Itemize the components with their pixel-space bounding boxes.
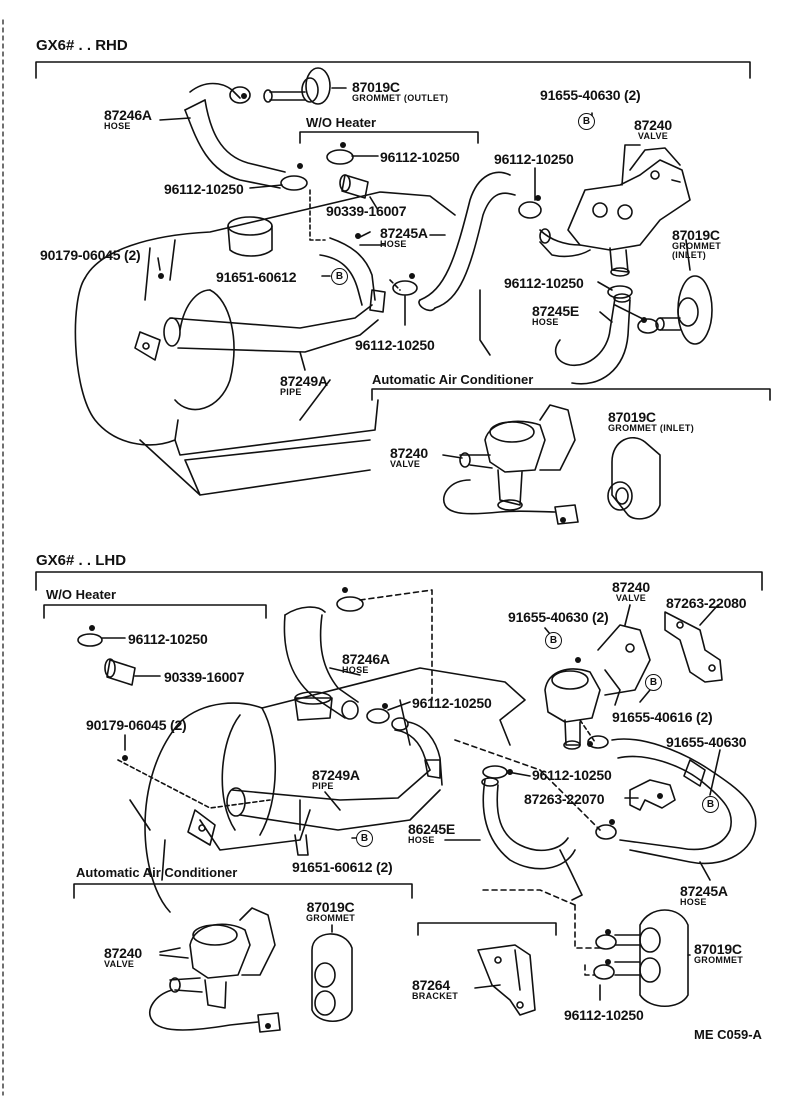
part-name: GROMMET (INLET) bbox=[608, 423, 694, 433]
lhd-callout-ac-valve: 87240 VALVE bbox=[104, 946, 142, 969]
rhd-callout-valve: 87240 VALVE bbox=[634, 118, 672, 141]
part-name: HOSE bbox=[680, 897, 707, 907]
lhd-auto-ac-heading: Automatic Air Conditioner bbox=[76, 865, 238, 880]
part-name: VALVE bbox=[104, 959, 135, 969]
lhd-callout-hose-87246a: 87246A HOSE bbox=[342, 652, 390, 675]
lhd-section-title: GX6# . . LHD bbox=[36, 552, 127, 569]
bolt-b-marker: B bbox=[578, 113, 595, 130]
part-number: 86245E bbox=[408, 821, 456, 837]
rhd-callout-ac-valve: 87240 VALVE bbox=[390, 446, 428, 469]
part-number: 87245A bbox=[680, 883, 728, 899]
lhd-callout-valve-bolt: 91655-40630 (2) bbox=[508, 609, 609, 625]
rhd-wo-heater-heading: W/O Heater bbox=[306, 115, 377, 130]
lhd-callout-clamp-grommet: 96112-10250 bbox=[564, 1007, 644, 1023]
rhd-callout-clamp-inlet: 96112-10250 bbox=[504, 275, 584, 291]
lhd-callout-ac-grommet: 87019C GROMMET bbox=[306, 900, 355, 923]
bolt-b-marker: B bbox=[702, 796, 719, 813]
part-name: HOSE bbox=[532, 317, 559, 327]
rhd-callout-grommet-outlet: 87019C GROMMET (OUTLET) bbox=[352, 80, 448, 103]
lhd-callout-hose-87245a: 87245A HOSE bbox=[680, 884, 728, 907]
lhd-callout-bracket-22070: 87263-22070 bbox=[524, 791, 605, 807]
lhd-callout-pipe: 87249A PIPE bbox=[312, 768, 360, 791]
rhd-callout-hose-87246a: 87246A HOSE bbox=[104, 108, 152, 131]
part-name: HOSE bbox=[104, 121, 131, 131]
bolt-b-marker: B bbox=[545, 632, 562, 649]
part-name: VALVE bbox=[637, 131, 669, 141]
lhd-callout-grommet: 87019C GROMMET bbox=[694, 942, 743, 965]
lhd-wo-heater-heading: W/O Heater bbox=[46, 587, 117, 602]
lhd-callout-bracket-bolt: 91655-40616 (2) bbox=[612, 709, 713, 725]
part-number: 87240 bbox=[634, 117, 672, 133]
part-name: VALVE bbox=[615, 593, 647, 603]
part-name: BRACKET bbox=[412, 991, 459, 1001]
bolt-b-marker: B bbox=[645, 674, 662, 691]
part-name: GROMMET bbox=[694, 955, 744, 965]
rhd-callout-valve-bolt: 91655-40630 (2) bbox=[540, 87, 641, 103]
part-number: 87019C bbox=[608, 409, 656, 425]
lhd-callout-valve: 87240 VALVE bbox=[612, 580, 650, 603]
part-name: PIPE bbox=[312, 781, 334, 791]
rhd-callout-bolt: 91651-60612 bbox=[216, 269, 297, 285]
drawing-code: ME C059-A bbox=[694, 1027, 762, 1042]
rhd-callout-clamp-heater: 96112-10250 bbox=[380, 149, 460, 165]
part-number: 87240 bbox=[612, 579, 650, 595]
part-number: 87019C bbox=[672, 227, 720, 243]
part-name: VALVE bbox=[390, 459, 421, 469]
rhd-callout-clamp-hose: 96112-10250 bbox=[164, 181, 244, 197]
part-name: GROMMET (OUTLET) bbox=[352, 93, 449, 103]
rhd-callout-pipe: 87249A PIPE bbox=[280, 374, 328, 397]
rhd-callout-clamp-pipe: 96112-10250 bbox=[355, 337, 435, 353]
lhd-callout-plug: 90339-16007 bbox=[164, 669, 245, 685]
part-number: 87246A bbox=[104, 107, 152, 123]
part-number: 87249A bbox=[280, 373, 328, 389]
bolt-b-marker: B bbox=[356, 830, 373, 847]
rhd-callout-nut: 90179-06045 (2) bbox=[40, 247, 141, 263]
rhd-callout-ac-grommet: 87019C GROMMET (INLET) bbox=[608, 410, 694, 433]
part-name: HOSE bbox=[342, 665, 369, 675]
rhd-callout-clamp-valve: 96112-10250 bbox=[494, 151, 574, 167]
part-name: HOSE bbox=[408, 835, 435, 845]
lhd-callout-bolt: 91651-60612 (2) bbox=[292, 859, 393, 875]
part-number: 87264 bbox=[412, 977, 450, 993]
lhd-callout-hose-bolt: 91655-40630 bbox=[666, 734, 747, 750]
lhd-callout-bracket-87264: 87264 BRACKET bbox=[412, 978, 458, 1001]
lhd-callout-clamp-valve: 96112-10250 bbox=[532, 767, 612, 783]
lhd-callout-clamp-hose: 96112-10250 bbox=[412, 695, 492, 711]
rhd-section-title: GX6# . . RHD bbox=[36, 37, 128, 54]
part-number: 87246A bbox=[342, 651, 390, 667]
part-number: 87245E bbox=[532, 303, 580, 319]
rhd-callout-hose-87245a: 87245A HOSE bbox=[380, 226, 428, 249]
rhd-callout-plug: 90339-16007 bbox=[326, 203, 407, 219]
bolt-b-marker: B bbox=[331, 268, 348, 285]
part-number: 87019C bbox=[306, 899, 355, 915]
part-number: 87019C bbox=[352, 79, 400, 95]
part-number: 87245A bbox=[380, 225, 428, 241]
lhd-callout-bracket-22080: 87263-22080 bbox=[666, 595, 747, 611]
part-name: GROMMET bbox=[306, 913, 356, 923]
part-number: 87240 bbox=[104, 945, 142, 961]
lhd-callout-hose-86245e: 86245E HOSE bbox=[408, 822, 455, 845]
lhd-callout-nut: 90179-06045 (2) bbox=[86, 717, 187, 733]
rhd-callout-hose-87245e: 87245E HOSE bbox=[532, 304, 579, 327]
lhd-callout-clamp-heater: 96112-10250 bbox=[128, 631, 208, 647]
rhd-callout-grommet-inlet: 87019C GROMMET (INLET) bbox=[672, 228, 721, 260]
part-number: 87249A bbox=[312, 767, 360, 783]
part-number: 87240 bbox=[390, 445, 428, 461]
part-name: HOSE bbox=[380, 239, 407, 249]
rhd-auto-ac-heading: Automatic Air Conditioner bbox=[372, 372, 534, 387]
part-name: PIPE bbox=[280, 387, 302, 397]
part-number: 87019C bbox=[694, 941, 742, 957]
part-name: GROMMET bbox=[672, 241, 722, 251]
part-name-detail: (INLET) bbox=[672, 250, 707, 260]
